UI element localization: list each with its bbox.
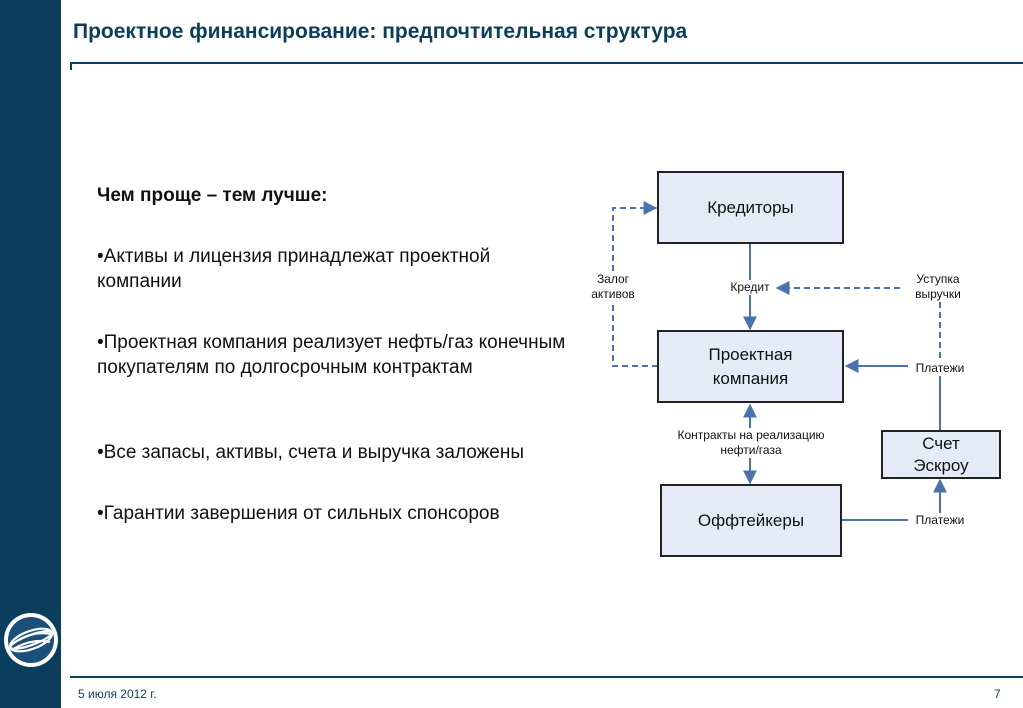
collateral-label: Залог активов — [583, 272, 643, 302]
bullet-item: •Проектная компания реализует нефть/газ … — [97, 332, 566, 378]
sidebar-band — [0, 0, 61, 708]
page-number: 7 — [994, 687, 1001, 701]
contracts-label: Контракты на реализацию нефти/газа — [672, 428, 830, 458]
creditors-box: Кредиторы — [657, 171, 844, 244]
bullet-item: •Гарантии завершения от сильных спонсоро… — [97, 503, 500, 524]
offtakers-box: Оффтейкеры — [660, 484, 842, 557]
creditors-label: Кредиторы — [707, 197, 794, 217]
offtakers-label: Оффтейкеры — [697, 510, 805, 530]
slide-title: Проектное финансирование: предпочтительн… — [73, 20, 688, 43]
footer-date: 5 июля 2012 г. — [78, 687, 157, 701]
title-divider — [70, 62, 1023, 64]
escrow-box: Счет Эскроу — [881, 430, 1001, 479]
section-heading: Чем проще – тем лучше: — [97, 185, 328, 206]
payments-top-label: Платежи — [908, 361, 972, 376]
assignment-label: Уступка выручки — [902, 272, 974, 302]
project-company-label: Проектная компания — [708, 344, 793, 388]
bullet-item: •Активы и лицензия принадлежат проектной… — [97, 246, 491, 292]
title-divider-tick — [70, 62, 72, 70]
payments-bottom-label: Платежи — [908, 513, 972, 528]
escrow-label: Счет Эскроу — [913, 433, 969, 475]
credit-label: Кредит — [724, 280, 776, 295]
gazprom-logo-icon — [4, 613, 58, 667]
bullet-item: •Все запасы, активы, счета и выручка зал… — [97, 442, 525, 463]
project-company-box: Проектная компания — [657, 330, 844, 403]
footer-divider — [70, 676, 1023, 678]
